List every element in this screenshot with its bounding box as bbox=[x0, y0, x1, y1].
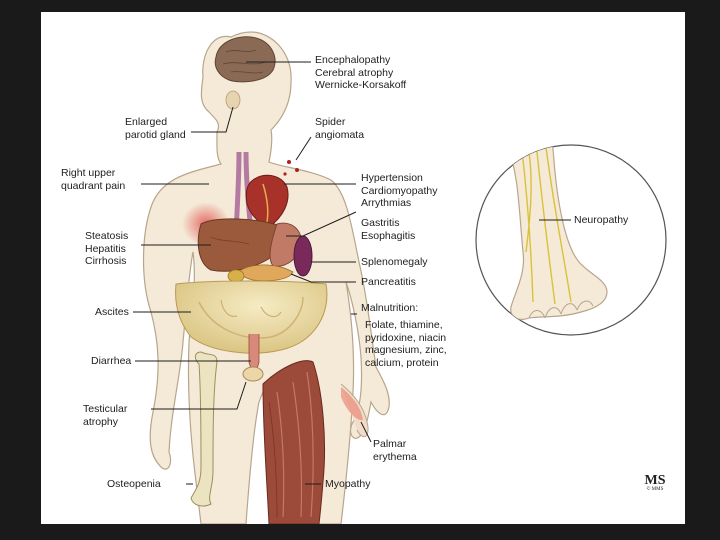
label-testicular-atrophy: Testicular atrophy bbox=[83, 403, 127, 428]
label-line: pyridoxine, niacin bbox=[365, 332, 447, 345]
label-malnutrition: Malnutrition: bbox=[361, 302, 418, 315]
label-line: Arrythmias bbox=[361, 197, 437, 210]
label-line: Ascites bbox=[95, 306, 129, 319]
label-line: Cardiomyopathy bbox=[361, 185, 437, 198]
testes bbox=[243, 367, 263, 381]
label-line: Diarrhea bbox=[91, 355, 131, 368]
label-encephalopathy: Encephalopathy Cerebral atrophy Wernicke… bbox=[315, 54, 406, 92]
label-line: Wernicke-Korsakoff bbox=[315, 79, 406, 92]
label-line: Gastritis bbox=[361, 217, 415, 230]
label-myopathy: Myopathy bbox=[325, 478, 371, 491]
label-parotid: Enlarged parotid gland bbox=[125, 116, 186, 141]
label-line: Spider bbox=[315, 116, 364, 129]
label-line: erythema bbox=[373, 451, 417, 464]
label-line: Neuropathy bbox=[574, 214, 628, 227]
label-line: Hepatitis bbox=[85, 243, 128, 256]
label-line: parotid gland bbox=[125, 129, 186, 142]
brain bbox=[215, 37, 275, 82]
label-line: Right upper bbox=[61, 167, 125, 180]
label-pancreatitis: Pancreatitis bbox=[361, 276, 416, 289]
label-line: Steatosis bbox=[85, 230, 128, 243]
label-line: Myopathy bbox=[325, 478, 371, 491]
label-line: Testicular bbox=[83, 403, 127, 416]
label-osteopenia: Osteopenia bbox=[107, 478, 161, 491]
spider-angioma bbox=[287, 160, 291, 164]
label-line: Palmar bbox=[373, 438, 417, 451]
label-diarrhea: Diarrhea bbox=[91, 355, 131, 368]
label-steatosis: Steatosis Hepatitis Cirrhosis bbox=[85, 230, 128, 268]
label-line: Pancreatitis bbox=[361, 276, 416, 289]
label-spider-angiomata: Spider angiomata bbox=[315, 116, 364, 141]
logo-mark: MS bbox=[643, 474, 667, 487]
label-ruq-pain: Right upper quadrant pain bbox=[61, 167, 125, 192]
label-line: quadrant pain bbox=[61, 180, 125, 193]
label-line: Osteopenia bbox=[107, 478, 161, 491]
label-line: Enlarged bbox=[125, 116, 186, 129]
label-line: Cirrhosis bbox=[85, 255, 128, 268]
label-splenomegaly: Splenomegaly bbox=[361, 256, 428, 269]
publisher-logo: MS © MMS bbox=[643, 474, 667, 493]
label-hypertension: Hypertension Cardiomyopathy Arrythmias bbox=[361, 172, 437, 210]
label-palmar-erythema: Palmar erythema bbox=[373, 438, 417, 463]
slide: Encephalopathy Cerebral atrophy Wernicke… bbox=[41, 12, 685, 524]
label-line: angiomata bbox=[315, 129, 364, 142]
label-neuropathy: Neuropathy bbox=[574, 214, 628, 227]
label-line: Cerebral atrophy bbox=[315, 67, 406, 80]
label-line: calcium, protein bbox=[365, 357, 447, 370]
label-line: Encephalopathy bbox=[315, 54, 406, 67]
label-gastritis: Gastritis Esophagitis bbox=[361, 217, 415, 242]
label-line: magnesium, zinc, bbox=[365, 344, 447, 357]
label-ascites: Ascites bbox=[95, 306, 129, 319]
label-line: Malnutrition: bbox=[361, 302, 418, 315]
label-line: Hypertension bbox=[361, 172, 437, 185]
label-line: Splenomegaly bbox=[361, 256, 428, 269]
parotid-gland bbox=[226, 91, 240, 109]
label-malnutrition-list: Folate, thiamine, pyridoxine, niacin mag… bbox=[365, 319, 447, 369]
rectum bbox=[249, 334, 259, 370]
spleen bbox=[294, 236, 312, 276]
label-line: atrophy bbox=[83, 416, 127, 429]
label-line: Folate, thiamine, bbox=[365, 319, 447, 332]
label-line: Esophagitis bbox=[361, 230, 415, 243]
